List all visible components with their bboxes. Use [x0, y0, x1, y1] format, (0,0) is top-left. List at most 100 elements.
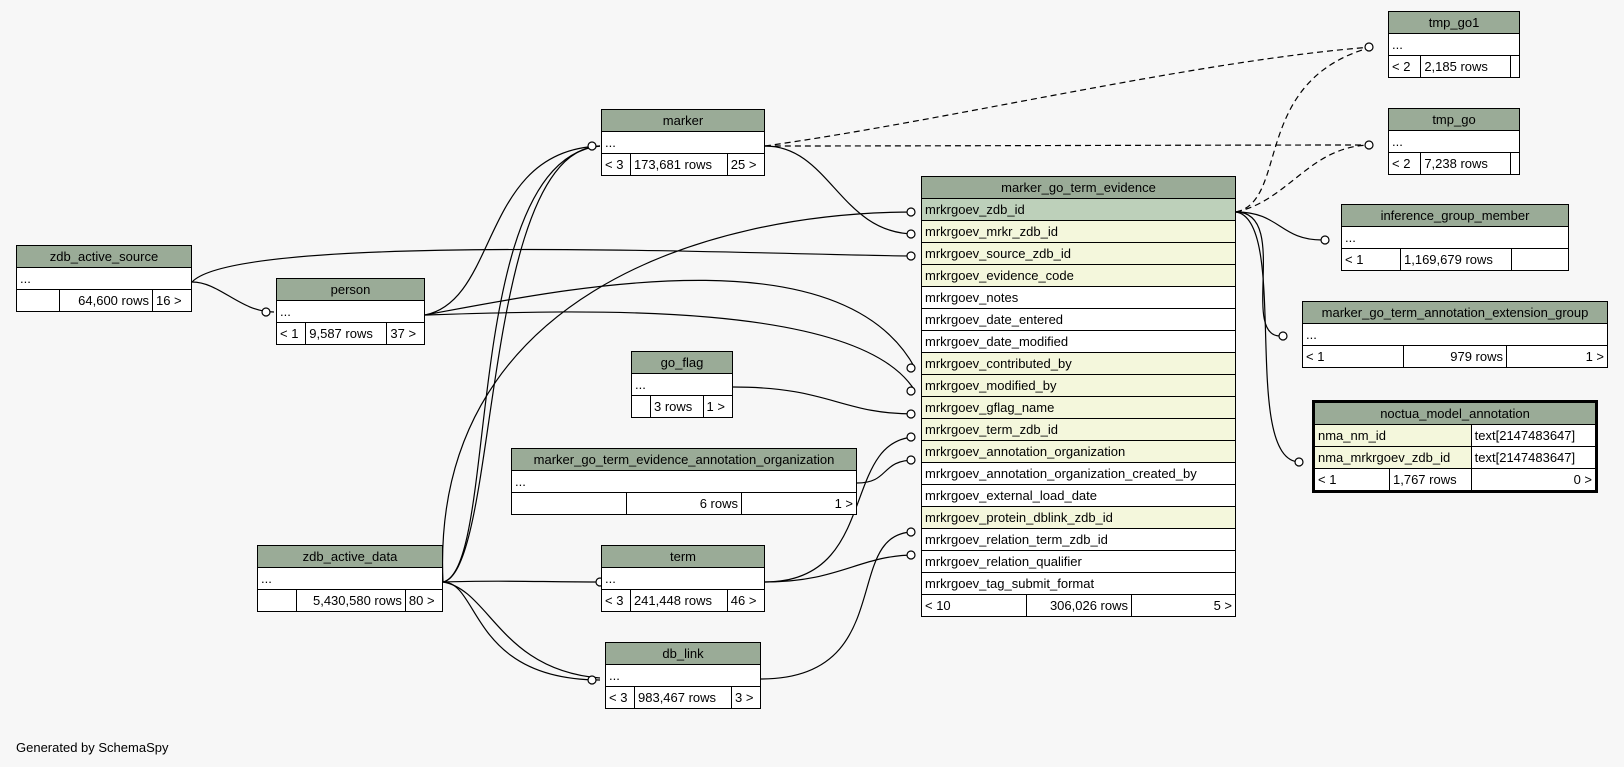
children-count: 5 >	[1131, 594, 1236, 617]
row-count: 9,587 rows	[305, 322, 388, 345]
column-type: text[2147483647]	[1470, 424, 1597, 447]
table-column: mrkrgoev_relation_term_zdb_id	[921, 528, 1236, 551]
table-column: ...	[16, 267, 192, 290]
parents-count: < 2	[1387, 55, 1422, 78]
table-db-link[interactable]: db_link ... < 3 983,467 rows 3 >	[605, 642, 762, 709]
table-column: ...	[511, 470, 857, 493]
table-title: person	[276, 278, 425, 301]
row-count: 64,600 rows	[59, 289, 153, 312]
column-foreign-key: mrkrgoev_annotation_organization	[921, 440, 1236, 463]
row-count: 6 rows	[626, 492, 742, 515]
children-count: 3 >	[730, 686, 762, 709]
row-count: 7,238 rows	[1420, 152, 1512, 175]
column-foreign-key: mrkrgoev_protein_dblink_zdb_id	[921, 506, 1236, 529]
row-count: 983,467 rows	[634, 686, 732, 709]
column-foreign-key: mrkrgoev_source_zdb_id	[921, 242, 1236, 265]
column-foreign-key: mrkrgoev_gflag_name	[921, 396, 1236, 419]
column-foreign-key: mrkrgoev_term_zdb_id	[921, 418, 1236, 441]
column-foreign-key: mrkrgoev_modified_by	[921, 374, 1236, 397]
parents-count	[511, 492, 627, 515]
table-inference-group-member[interactable]: inference_group_member ... < 1 1,169,679…	[1341, 204, 1569, 271]
table-term[interactable]: term ... < 3 241,448 rows 46 >	[601, 545, 766, 612]
children-count: 1 >	[1506, 345, 1608, 368]
table-column: mrkrgoev_date_entered	[921, 308, 1236, 331]
column-foreign-key: mrkrgoev_mrkr_zdb_id	[921, 220, 1236, 243]
table-column: ...	[1388, 33, 1520, 56]
table-mgte-annotation-organization[interactable]: marker_go_term_evidence_annotation_organ…	[511, 448, 857, 515]
row-count: 3 rows	[650, 395, 704, 418]
row-count: 306,026 rows	[1026, 594, 1132, 617]
table-marker[interactable]: marker ... < 3 173,681 rows 25 >	[601, 109, 766, 176]
table-person[interactable]: person ... < 1 9,587 rows 37 >	[275, 278, 425, 345]
children-count: 16 >	[151, 289, 193, 312]
parents-count: < 3	[601, 153, 631, 176]
parents-count: < 2	[1387, 152, 1422, 175]
table-marker-go-term-evidence[interactable]: marker_go_term_evidence mrkrgoev_zdb_id …	[921, 176, 1236, 617]
table-column: ...	[631, 373, 733, 396]
children-count: 1 >	[702, 395, 733, 418]
table-title: go_flag	[631, 351, 733, 374]
column-type: text[2147483647]	[1470, 446, 1597, 469]
row-count: 979 rows	[1403, 345, 1507, 368]
table-column: ...	[1341, 226, 1569, 249]
table-column: mrkrgoev_relation_qualifier	[921, 550, 1236, 573]
children-count	[1510, 152, 1520, 175]
table-go-flag[interactable]: go_flag ... 3 rows 1 >	[631, 351, 733, 418]
table-column: ...	[1302, 323, 1608, 346]
row-count: 1,169,679 rows	[1400, 248, 1512, 271]
row-count: 5,430,580 rows	[296, 589, 406, 612]
table-title: zdb_active_data	[257, 545, 443, 568]
table-title: tmp_go1	[1388, 11, 1520, 34]
parents-count	[631, 395, 651, 418]
children-count: 1 >	[741, 492, 857, 515]
row-count: 173,681 rows	[629, 153, 728, 176]
table-title: noctua_model_annotation	[1314, 402, 1596, 425]
table-column: ...	[276, 300, 425, 323]
table-title: tmp_go	[1388, 108, 1520, 131]
parents-count	[16, 289, 60, 312]
column-foreign-key: nma_nm_id	[1314, 424, 1472, 447]
table-noctua-model-annotation[interactable]: noctua_model_annotation nma_nm_id text[2…	[1312, 400, 1598, 493]
table-column: ...	[257, 567, 443, 590]
parents-count	[257, 589, 297, 612]
table-title: zdb_active_source	[16, 245, 192, 268]
table-column: mrkrgoev_notes	[921, 286, 1236, 309]
parents-count: < 1	[275, 322, 307, 345]
row-count: 2,185 rows	[1420, 55, 1512, 78]
children-count: 37 >	[386, 322, 425, 345]
table-title: inference_group_member	[1341, 204, 1569, 227]
column-foreign-key: nma_mrkrgoev_zdb_id	[1314, 446, 1472, 469]
table-title: marker	[601, 109, 765, 132]
table-column: mrkrgoev_tag_submit_format	[921, 572, 1236, 595]
table-title: marker_go_term_annotation_extension_grou…	[1302, 301, 1608, 324]
children-count: 80 >	[404, 589, 444, 612]
table-title: term	[601, 545, 765, 568]
table-tmp-go1[interactable]: tmp_go1 ... < 2 2,185 rows	[1387, 11, 1520, 78]
table-title: marker_go_term_evidence	[921, 176, 1236, 199]
table-column: mrkrgoev_date_modified	[921, 330, 1236, 353]
table-column: ...	[605, 664, 761, 687]
table-column: mrkrgoev_external_load_date	[921, 484, 1236, 507]
children-count	[1511, 248, 1569, 271]
column-foreign-key: mrkrgoev_contributed_by	[921, 352, 1236, 375]
children-count: 0 >	[1470, 468, 1597, 491]
table-column: ...	[601, 567, 765, 590]
table-column: ...	[601, 131, 765, 154]
column-primary-key: mrkrgoev_zdb_id	[921, 198, 1236, 221]
table-zdb-active-source[interactable]: zdb_active_source ... 64,600 rows 16 >	[16, 245, 193, 312]
table-tmp-go[interactable]: tmp_go ... < 2 7,238 rows	[1387, 108, 1520, 175]
parents-count: < 3	[601, 589, 631, 612]
table-column: ...	[1388, 130, 1520, 153]
table-mgt-annotation-extension-group[interactable]: marker_go_term_annotation_extension_grou…	[1302, 301, 1608, 368]
table-column: mrkrgoev_annotation_organization_created…	[921, 462, 1236, 485]
parents-count: < 1	[1302, 345, 1404, 368]
children-count: 25 >	[726, 153, 766, 176]
parents-count: < 1	[1341, 248, 1401, 271]
row-count: 241,448 rows	[629, 589, 728, 612]
table-zdb-active-data[interactable]: zdb_active_data ... 5,430,580 rows 80 >	[257, 545, 444, 612]
column-foreign-key: mrkrgoev_evidence_code	[921, 264, 1236, 287]
table-title: db_link	[605, 642, 761, 665]
footer-generated-by: Generated by SchemaSpy	[16, 740, 169, 755]
table-title: marker_go_term_evidence_annotation_organ…	[511, 448, 857, 471]
